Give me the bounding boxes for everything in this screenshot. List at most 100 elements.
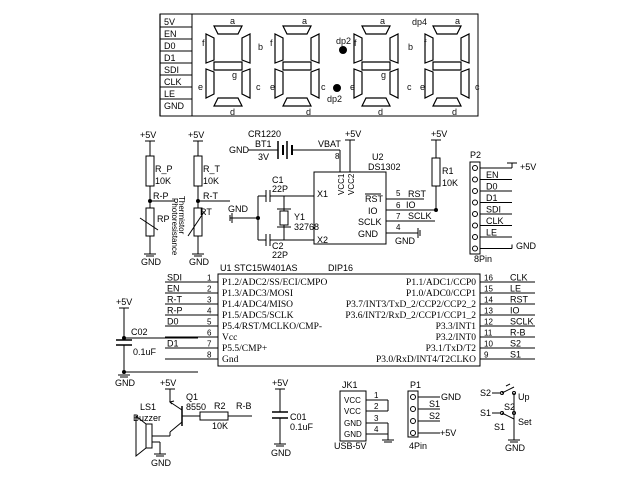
seg-label-a-2: a (302, 16, 307, 26)
mcu-right-pin-name-8: P3.0/RxD/INT4/T2CLKO (376, 355, 476, 365)
rtc-gnd2: GND (395, 236, 416, 246)
digit-3-segment-d (361, 97, 391, 107)
seg-label-d-4: d (452, 107, 457, 117)
mcu-right-pin-num-2: 15 (484, 285, 493, 294)
seg-label-d-3: d (378, 107, 383, 117)
r1-label: R1 (442, 166, 454, 176)
segment-letter-labels: a f b g e c d a f e d c dp2 dp2 a f b g … (198, 16, 480, 117)
p2-pin-7 (473, 235, 478, 240)
display-digits (205, 25, 470, 107)
mcu-right-pin-name-6: P3.2/INT0 (436, 333, 477, 343)
digit-3-segment-g (361, 61, 391, 71)
digit-2-segment-c (310, 68, 320, 99)
digit-1 (205, 25, 251, 107)
digit-4-segment-d (432, 97, 462, 107)
mcu-right-net-7: S2 (510, 339, 521, 349)
mcu-package: DIP16 (328, 263, 353, 273)
c1-label: C1 (272, 175, 284, 185)
p2-pin-1 (473, 166, 478, 171)
thermo-resistor-rt (194, 156, 202, 186)
display-signal-gnd: GND (164, 101, 185, 111)
seg-label-c-2: c (321, 82, 326, 92)
photo-r-value: 10K (155, 176, 171, 186)
mcu-right-net-2: LE (510, 284, 521, 294)
mcu-right-pin-num-4: 13 (484, 307, 493, 316)
p1-gnd: GND (441, 392, 462, 402)
mcu-left-net-2: EN (167, 284, 180, 294)
p2-label-en: EN (486, 170, 499, 180)
jk1-vcc2: VCC (344, 407, 361, 416)
dp2-label-bottom: dp2 (327, 94, 342, 104)
mcu-right-net-1: CLK (510, 273, 528, 283)
mcu-chip (218, 274, 480, 366)
dp2-top-dot (340, 47, 347, 54)
switches: S2 S2 Up S1 S1 Set GND (480, 384, 532, 453)
digit-1-segment-d (213, 97, 243, 107)
seg-label-a-4: a (455, 16, 460, 26)
mcu-right-net-6: R-B (510, 328, 526, 338)
photo-gnd-label: GND (141, 257, 162, 267)
digit-2 (274, 25, 320, 107)
p2-label-d0: D0 (486, 182, 498, 192)
mcu-right-pins: 16P1.1/ADC1/CCP0CLK15P1.0/ADC0/CCP1LE14P… (345, 273, 535, 365)
jk1-pin4: 4 (374, 425, 379, 434)
rtc-circuit: CR1220 BT1 3V GND VBAT +5V 8 U2 DS1302 V… (228, 129, 458, 260)
digit-1-segment-g (213, 61, 243, 71)
mcu-left-pin-name-2: P1.3/ADC3/MOSI (222, 289, 293, 299)
digit-2-segment-a (282, 25, 312, 35)
seg-label-g-3: g (381, 70, 386, 80)
mcu-ref: U1 (220, 263, 232, 273)
r1-supply-label: +5V (431, 129, 447, 139)
net-sclk-label: SCLK (408, 211, 432, 221)
display-signal-clk: CLK (164, 77, 182, 87)
mcu-right-pin-num-7: 10 (484, 340, 493, 349)
thermo-part-label: RT (200, 207, 212, 217)
digit-4-segment-g (432, 61, 462, 71)
mcu-right-pin-name-2: P1.0/ADC0/CCP1 (406, 289, 476, 299)
photo-resistor-rp (146, 156, 154, 186)
digit-3-segment-a (361, 25, 391, 35)
display-signal-list: 5V EN D0 D1 SDI CLK LE GND (160, 14, 192, 116)
seg-label-c-3: c (407, 82, 412, 92)
r2-label: R2 (214, 401, 226, 411)
mcu-left-net-3: R-T (167, 295, 182, 305)
mcu-left-pin-name-6: Vcc (222, 333, 237, 343)
digit-2-segment-b (310, 33, 320, 64)
seg-label-f-2: f (270, 38, 273, 48)
buzzer-supply: +5V (160, 378, 176, 388)
mcu-left-pin-num-7: 7 (207, 340, 212, 349)
digit-2-segment-e (274, 68, 284, 99)
mcu-left-pin-name-3: P1.4/ADC4/MISO (222, 300, 293, 310)
c01-circuit: +5V C01 0.1uF GND (271, 378, 314, 458)
digit-3-segment-e (353, 68, 363, 99)
seg-label-d-1: d (230, 107, 235, 117)
mcu-left-pin-name-7: P5.5/CMP+ (222, 344, 267, 354)
digit-3 (353, 25, 399, 107)
p2-pin-6 (473, 223, 478, 228)
rtc-pin6: 6 (396, 201, 401, 210)
thermo-r-value: 10K (203, 176, 219, 186)
digit-2-segment-g (282, 61, 312, 71)
thermistor-circuit: +5V R_T 10K R-T RT GND Thermistor (177, 130, 230, 267)
seven-segment-display: 5V EN D0 D1 SDI CLK LE GND a f b g e c (160, 14, 480, 117)
mcu-right-net-5: SCLK (510, 317, 534, 327)
battery-ref-label: CR1220 (248, 129, 281, 139)
thermo-side-label: Thermistor (177, 196, 186, 235)
mcu-left-pin-name-8: Gnd (222, 355, 239, 365)
ds1302-chip (314, 172, 386, 244)
rtc-rst-pin-name: RST (365, 194, 384, 204)
s2-function: Up (518, 392, 530, 402)
photo-side-label: Photoresistance (170, 198, 179, 256)
mcu-left-pin-num-3: 3 (207, 296, 212, 305)
digit-4 (424, 25, 470, 107)
seg-label-e-1: e (198, 82, 203, 92)
rtc-supply-label: +5V (345, 129, 361, 139)
digit-4-segment-f (424, 33, 434, 64)
display-frame (160, 14, 478, 116)
battery-voltage-label: 3V (258, 152, 269, 162)
digit-3-segment-c (389, 68, 399, 99)
p1-header: P1 S1 S2 GND +5V 4Pin (408, 380, 462, 451)
mcu-right-pin-name-7: P3.1/TxD/T2 (426, 344, 477, 354)
